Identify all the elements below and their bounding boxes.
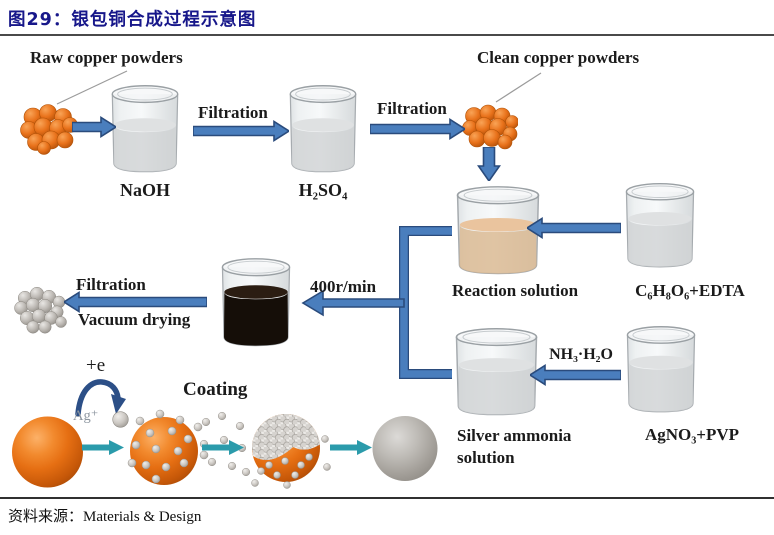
arrow-agno3-to-silver-ammonia bbox=[530, 364, 621, 386]
copper-sphere-with-silver-nuclei bbox=[127, 409, 209, 485]
arrow-filtration-2 bbox=[370, 118, 465, 140]
label-vacuum-drying: Vacuum drying bbox=[78, 310, 191, 329]
copper-sphere bbox=[12, 416, 83, 488]
label-c6h8o6-edta: C₆H₈O₆+EDTA bbox=[635, 281, 745, 300]
top-divider bbox=[0, 34, 774, 36]
source-value: Materials & Design bbox=[83, 509, 202, 525]
arrow-filtration-1 bbox=[193, 120, 289, 142]
label-h2so4: H₂SO₄ bbox=[298, 180, 348, 200]
label-nh3-h2o: NH₃·H₂O bbox=[549, 346, 613, 363]
label-ag-plus: Ag⁺ bbox=[73, 408, 99, 424]
arrow-raw-to-naoh bbox=[72, 116, 116, 138]
beaker-h2so4 bbox=[289, 85, 357, 173]
label-filtration-3: Filtration bbox=[76, 275, 146, 294]
arrow-copper-into-reaction bbox=[477, 147, 501, 181]
mixing-bracket-connector bbox=[301, 226, 452, 379]
beaker-reaction-solution bbox=[456, 186, 540, 275]
beaker-silver-ammonia bbox=[455, 328, 538, 416]
arrow-edta-to-reaction bbox=[527, 217, 621, 239]
silver-coated-sphere bbox=[372, 416, 438, 481]
bottom-divider bbox=[0, 497, 774, 499]
label-clean-copper-powders: Clean copper powders bbox=[477, 48, 640, 67]
source-line: 资料来源：Materials & Design bbox=[8, 505, 201, 526]
silver-ion-ball bbox=[112, 411, 129, 428]
figure-title: 图29：银包铜合成过程示意图 bbox=[8, 10, 257, 30]
raw-copper-powder-cluster bbox=[20, 104, 78, 155]
label-filtration-1: Filtration bbox=[198, 103, 268, 122]
label-plus-e: +e bbox=[86, 355, 106, 376]
beaker-agno3-pvp bbox=[626, 326, 696, 413]
arrow-coating-step-2 bbox=[202, 440, 244, 455]
clean-copper-powder-cluster bbox=[462, 104, 518, 150]
label-coating: Coating bbox=[183, 379, 248, 400]
label-naoh: NaOH bbox=[119, 180, 170, 200]
arrow-coating-step-3 bbox=[330, 440, 372, 455]
label-reaction-solution: Reaction solution bbox=[452, 281, 579, 300]
beaker-c6h8o6-edta bbox=[625, 182, 695, 268]
label-raw-copper-powders: Raw copper powders bbox=[30, 48, 183, 67]
label-silver-ammonia-solution: Silver ammonia solution bbox=[457, 426, 572, 468]
beaker-naoh bbox=[111, 85, 179, 173]
source-label: 资料来源： bbox=[8, 509, 84, 525]
silver-coated-powder-cluster bbox=[14, 286, 67, 334]
beaker-dark-suspension bbox=[221, 258, 291, 347]
half-coated-sphere bbox=[251, 414, 331, 489]
label-filtration-2: Filtration bbox=[377, 99, 447, 118]
arrow-filtration-vacuum bbox=[64, 291, 207, 313]
electron-transfer-arrow bbox=[75, 379, 126, 417]
label-agno3-pvp: AgNO₃+PVP bbox=[644, 425, 740, 444]
arrow-coating-step-1 bbox=[82, 440, 124, 455]
arrow-400rpm bbox=[301, 289, 405, 317]
label-400rpm: 400r/min bbox=[310, 277, 377, 296]
